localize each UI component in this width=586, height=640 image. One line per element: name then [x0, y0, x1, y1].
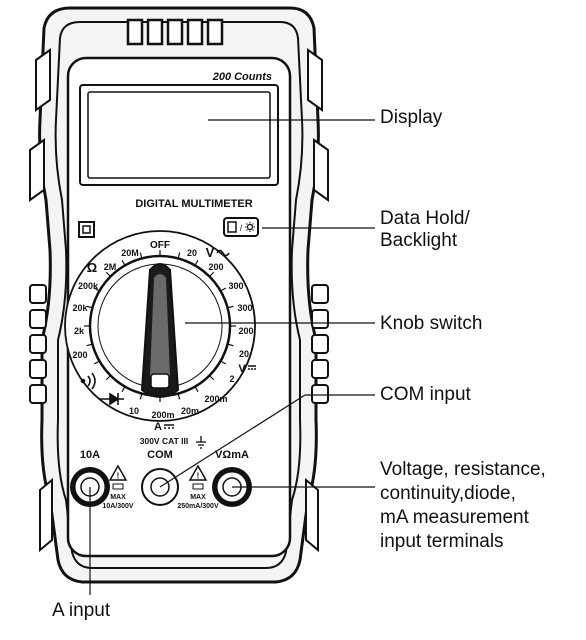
amp-max-label: MAX [110, 494, 126, 501]
dial-dcv-unit: V [238, 363, 246, 375]
dial-tick [194, 259, 199, 266]
dial-tick [177, 252, 181, 259]
dial-dcv-200: 200 [238, 326, 253, 336]
callout-display: Display [380, 107, 443, 128]
dial-tick [93, 360, 100, 365]
dial-res-2k: 2k [74, 326, 85, 336]
callout-voltage-line3: mA measurement [380, 507, 529, 528]
dial-tick [177, 393, 181, 400]
dc-voltage-symbol-icon [248, 365, 256, 370]
model-label: DIGITAL MULTIMETER [135, 198, 252, 210]
dial-tick [139, 252, 143, 259]
vohm-max-label: MAX [190, 494, 206, 501]
counts-label: 200 Counts [212, 71, 272, 83]
callout-voltage-line1: Voltage, resistance, [380, 459, 546, 480]
square-power-icon [82, 225, 91, 234]
dial-res-20k: 20k [72, 303, 88, 313]
power-button[interactable] [78, 221, 95, 238]
dial-tick [105, 271, 111, 277]
dial-tick [220, 360, 227, 365]
callout-com: COM input [380, 384, 471, 405]
dial-dcv-200m: 200m [204, 394, 227, 404]
holster-inner-outline [54, 21, 304, 569]
dial-dca-10: 10 [129, 406, 139, 416]
dc-symbol-icon [164, 424, 174, 429]
amp-terminal-label: 10A [80, 449, 100, 461]
callout-voltage-line2: continuity,diode, [380, 483, 516, 504]
dial-resistance-symbol: Ω [87, 260, 97, 275]
dial-tick [220, 287, 227, 292]
dial-tick [227, 343, 234, 347]
dial-dca-20m: 20m [181, 406, 199, 416]
dial-res-20m: 20M [121, 248, 139, 258]
svg-text:!: ! [197, 472, 200, 481]
vohm-warning-icon: ! [188, 464, 208, 490]
svg-text:/: / [240, 223, 243, 233]
svg-text:!: ! [117, 472, 120, 481]
dial-tick [209, 375, 215, 381]
callout-voltage-line4: input terminals [380, 531, 504, 552]
dial-off: OFF [150, 240, 170, 251]
dial-tick [121, 259, 126, 266]
dial-res-2m: 2M [104, 262, 117, 272]
cat-rating: 300V CAT III [140, 436, 189, 446]
dial-tick [194, 386, 199, 393]
callout-knob: Knob switch [380, 313, 483, 334]
dial-ticks [84, 250, 236, 402]
callout-data-hold-line2: Backlight [380, 230, 458, 251]
dial-tick [209, 271, 215, 277]
dial-acv-200: 200 [208, 262, 223, 272]
dial-tick [121, 386, 126, 393]
knob-handle[interactable] [140, 263, 180, 398]
amp-max-rating: 10A/300V [102, 503, 133, 510]
data-hold-backlight-icon: / [227, 221, 255, 233]
dial-tick [227, 305, 234, 309]
dial-tick [86, 343, 93, 347]
dial-res-200k: 200k [78, 281, 99, 291]
dial-dca-200m: 200m [151, 410, 174, 420]
vohm-max-rating: 250mA/300V [177, 503, 219, 510]
dial-tick [86, 305, 93, 309]
data-hold-backlight-button[interactable]: / [223, 217, 259, 237]
dial-acv-300: 300 [228, 281, 243, 291]
dial-tick [139, 393, 143, 400]
dial-dca-unit: A [154, 421, 162, 433]
dial-dcv-300: 300 [237, 303, 252, 313]
amp-warning-icon: ! [108, 464, 128, 490]
diode-icon [100, 392, 124, 406]
buzzer-icon [80, 372, 96, 390]
holster-top-ridges [126, 18, 224, 46]
ac-symbol-icon [216, 249, 230, 257]
lcd-screen [87, 91, 271, 179]
dial-acv-20: 20 [187, 248, 197, 258]
callout-lines [89, 119, 375, 595]
callout-data-hold-line1: Data Hold/ [380, 208, 470, 229]
dial-dcv-20: 20 [239, 349, 249, 359]
vohm-terminal-label: VΩmA [215, 449, 249, 461]
callout-a-input: A input [52, 600, 111, 621]
ground-icon [196, 436, 206, 449]
com-terminal-label: COM [147, 449, 173, 461]
dial-acv-unit: V [206, 245, 215, 260]
dial-tick [105, 375, 111, 381]
dial-tick [93, 287, 100, 292]
dial-dcv-2: 2 [229, 374, 234, 384]
dial-res-200: 200 [72, 350, 87, 360]
